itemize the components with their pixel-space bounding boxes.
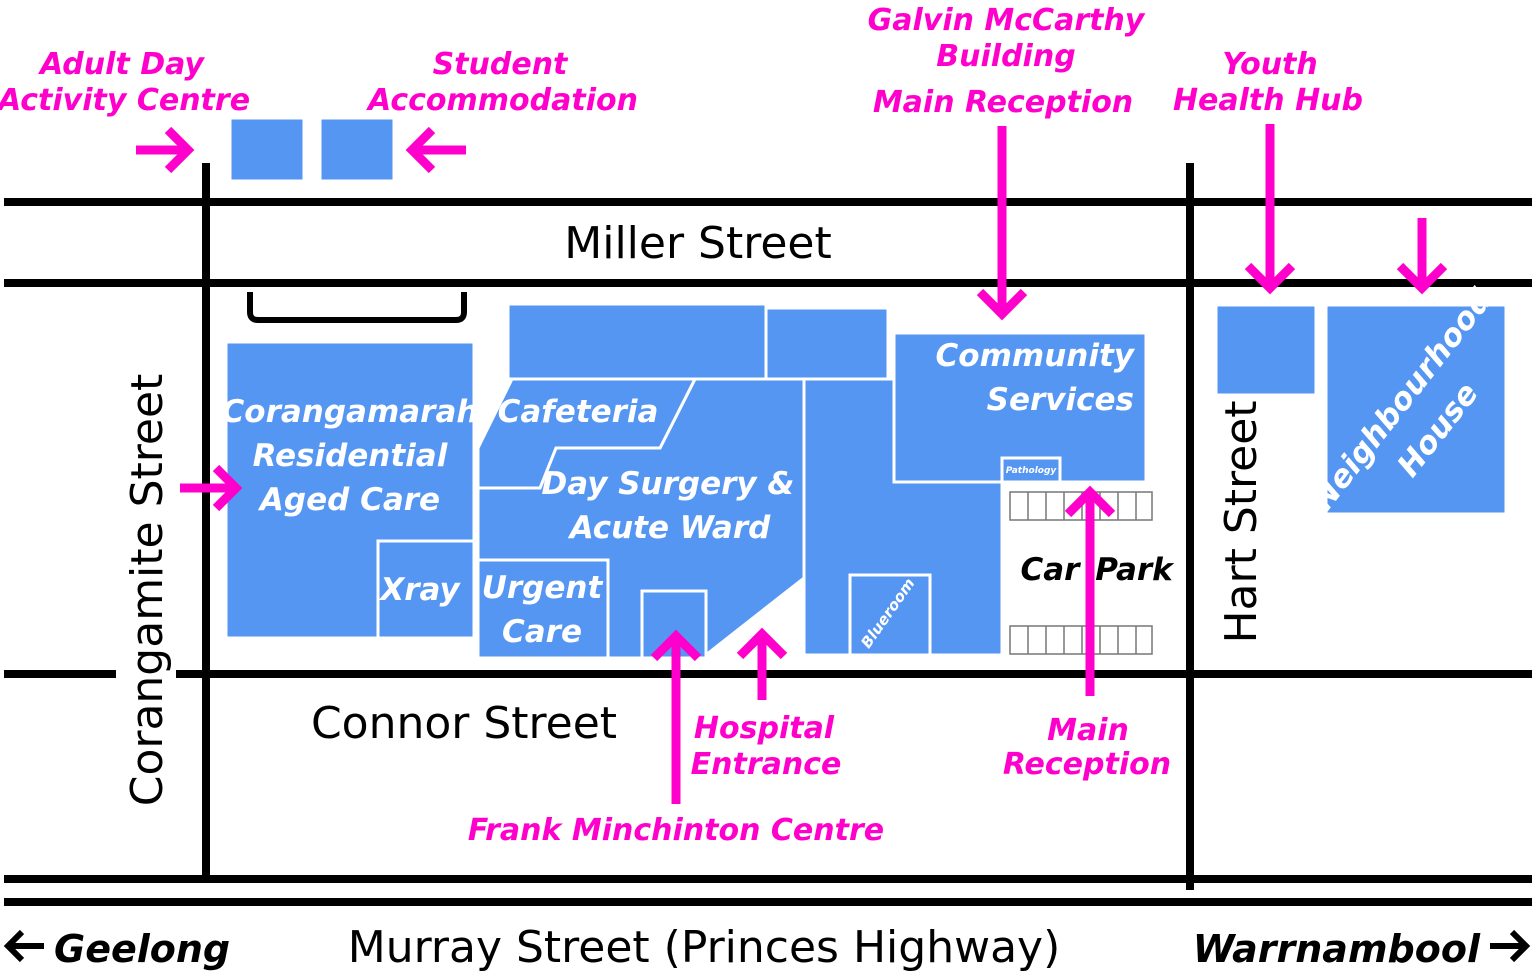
frank-minchinton-label: Frank Minchinton Centre — [468, 813, 884, 848]
miller-street-label: Miller Street — [564, 218, 831, 269]
arrow-down-icon — [976, 126, 1028, 321]
car-park-bays — [1009, 491, 1153, 655]
roads — [4, 163, 1532, 906]
galvin-label-1: Galvin McCarthy — [868, 3, 1146, 38]
youth-health-label-1: Youth — [1222, 47, 1318, 82]
arrow-right-icon — [136, 126, 195, 174]
community-services-label-1: Community — [936, 338, 1136, 374]
north-block-2[interactable] — [764, 306, 890, 381]
urgent-care-building[interactable] — [476, 558, 610, 660]
urgent-care-label-2: Care — [502, 614, 582, 650]
galvin-label-2: Building — [936, 39, 1075, 74]
bus-bay-bracket — [247, 292, 467, 323]
day-surgery-label-1: Day Surgery & — [542, 466, 795, 502]
hospital-entrance-label-1: Hospital — [694, 711, 835, 746]
geelong-label: Geelong — [54, 927, 230, 971]
pathology-label: Pathology — [1006, 466, 1058, 476]
arrow-down-icon — [1244, 124, 1296, 295]
arrow-left-icon — [3, 929, 44, 963]
corangamarah-label-3: Aged Care — [257, 482, 440, 518]
blueroom-building[interactable] — [848, 573, 932, 657]
car-park-label-park: Park — [1095, 552, 1175, 588]
adult-day-activity-centre-building[interactable] — [228, 116, 306, 183]
adult-day-label-1: Adult Day — [38, 47, 205, 82]
direction-warrnambool: Warrnambool — [1193, 927, 1531, 971]
hospital-entrance-label-2: Entrance — [691, 747, 842, 782]
student-accommodation-label-1: Student — [433, 47, 569, 82]
pink-arrows — [136, 124, 1448, 804]
buildings — [224, 116, 1508, 660]
urgent-care-label-1: Urgent — [482, 570, 604, 606]
arrow-left-icon — [405, 126, 466, 174]
direction-geelong: Geelong — [3, 927, 230, 971]
day-surgery-label-2: Acute Ward — [567, 510, 771, 546]
arrow-right-icon — [180, 464, 243, 512]
xray-label: Xray — [378, 572, 461, 608]
north-block-1[interactable] — [506, 302, 768, 381]
arrow-right-icon — [1490, 929, 1531, 963]
pathology-building[interactable] — [1000, 456, 1062, 484]
corangamite-street-label: Corangamite Street — [122, 374, 173, 807]
cafeteria-label: Cafeteria — [498, 394, 659, 430]
cafeteria-building[interactable] — [476, 377, 698, 490]
arrow-down-icon — [1396, 218, 1448, 295]
adult-day-label-2: Activity Centre — [0, 83, 250, 118]
warrnambool-label: Warrnambool — [1193, 927, 1481, 971]
arrow-up-icon — [736, 627, 788, 700]
student-accommodation-label-2: Accommodation — [366, 83, 638, 118]
murray-street-label: Murray Street (Princes Highway) — [348, 922, 1061, 973]
main-reception-label-2: Reception — [1003, 747, 1171, 782]
main-reception-label-1: Main — [1047, 713, 1129, 748]
corangamarah-label-2: Residential — [253, 438, 448, 474]
galvin-label-3: Main Reception — [873, 85, 1133, 120]
arrow-up-icon — [650, 629, 702, 804]
student-accommodation-building[interactable] — [318, 116, 396, 183]
connor-street-label: Connor Street — [311, 698, 617, 749]
youth-health-hub-building[interactable] — [1214, 303, 1318, 397]
corangamarah-label-1: Corangamarah — [222, 394, 479, 430]
arrow-up-icon — [1064, 485, 1116, 696]
youth-health-label-2: Health Hub — [1173, 83, 1363, 118]
neighbourhood-house-building[interactable] — [1324, 303, 1508, 516]
xray-building[interactable] — [376, 539, 476, 640]
community-services-label-2: Services — [987, 382, 1134, 418]
hart-street-label: Hart Street — [1216, 400, 1267, 643]
car-park-label-car: Car — [1021, 552, 1082, 588]
